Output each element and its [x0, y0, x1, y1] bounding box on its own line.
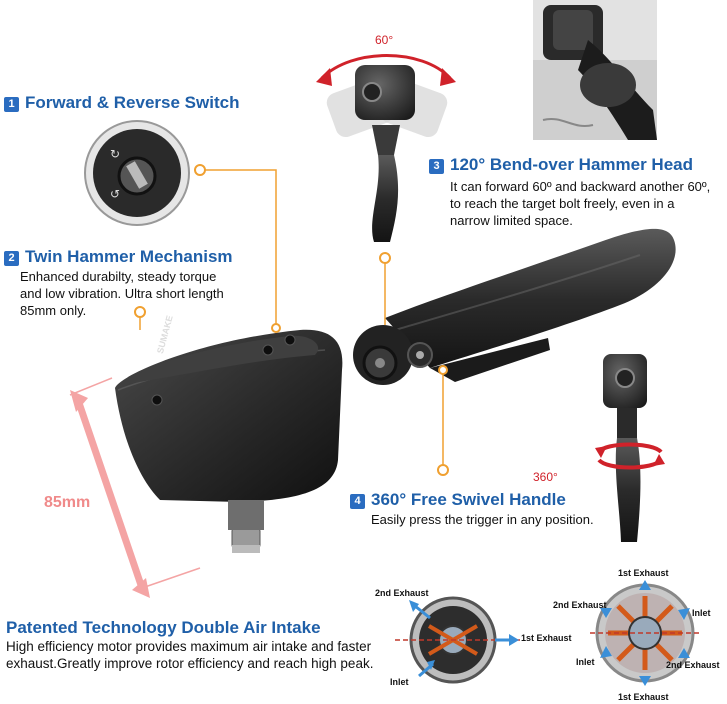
- right-exhaust-2-right-label: 2nd Exhaust: [666, 660, 720, 670]
- feature-3-desc-line: It can forward 60º and backward another …: [450, 179, 711, 194]
- feature-4-desc-line: Easily press the trigger in any position…: [371, 512, 594, 527]
- feature-3-description: It can forward 60º and backward another …: [450, 178, 710, 229]
- feature-4-title-text: 360° Free Swivel Handle: [371, 490, 566, 509]
- feature-3-desc-line: to reach the target bolt freely, even in…: [450, 196, 675, 211]
- feature-5-title-text: Patented Technology Double Air Intake: [6, 618, 321, 637]
- angle-360-label: 360°: [533, 470, 558, 484]
- feature-2-title-text: Twin Hammer Mechanism: [25, 247, 233, 266]
- feature-4-description: Easily press the trigger in any position…: [371, 511, 594, 528]
- svg-text:↻: ↻: [110, 147, 120, 161]
- air-intake-diagram-left: [395, 596, 520, 684]
- feature-1-title-text: Forward & Reverse Switch: [25, 93, 240, 112]
- feature-3-number-badge: 3: [429, 159, 444, 174]
- feature-2-desc-line: Enhanced durabilty, steady torque: [20, 269, 217, 284]
- bend-head-illustration: [316, 54, 456, 242]
- feature-5-desc-line: High efficiency motor provides maximum a…: [6, 639, 372, 654]
- feature-5-title: Patented Technology Double Air Intake: [6, 618, 321, 638]
- switch-detail-photo: ↻ ↺: [84, 120, 190, 226]
- feature-3-desc-line: narrow limited space.: [450, 213, 573, 228]
- left-exhaust-2-label: 2nd Exhaust: [375, 588, 429, 598]
- usage-photo: [533, 0, 657, 140]
- feature-2-desc-line: 85mm only.: [20, 303, 87, 318]
- feature-2-number-badge: 2: [4, 251, 19, 266]
- right-exhaust-1-bottom-label: 1st Exhaust: [618, 692, 669, 702]
- feature-2-title: 2 Twin Hammer Mechanism: [4, 247, 233, 267]
- air-intake-diagram-right: [590, 580, 700, 686]
- right-inlet-right-label: Inlet: [692, 608, 711, 618]
- feature-1-title: 1 Forward & Reverse Switch: [4, 93, 239, 113]
- length-85mm-label: 85mm: [44, 494, 91, 511]
- swivel-illustration: [595, 354, 665, 542]
- feature-4-number-badge: 4: [350, 494, 365, 509]
- feature-2-description: Enhanced durabilty, steady torque and lo…: [20, 268, 224, 319]
- feature-3-title: 3 120° Bend-over Hammer Head: [429, 155, 693, 175]
- feature-4-title: 4 360° Free Swivel Handle: [350, 490, 566, 510]
- left-exhaust-1-label: 1st Exhaust: [521, 633, 572, 643]
- svg-text:↺: ↺: [110, 187, 120, 201]
- feature-1-number-badge: 1: [4, 97, 19, 112]
- feature-5-description: High efficiency motor provides maximum a…: [6, 638, 373, 672]
- right-exhaust-1-top-label: 1st Exhaust: [618, 568, 669, 578]
- right-inlet-left-label: Inlet: [576, 657, 595, 667]
- feature-2-desc-line: and low vibration. Ultra short length: [20, 286, 224, 301]
- right-exhaust-2-left-label: 2nd Exhaust: [553, 600, 607, 610]
- feature-3-title-text: 120° Bend-over Hammer Head: [450, 155, 694, 174]
- left-inlet-label: Inlet: [390, 677, 409, 687]
- feature-5-desc-line: exhaust.Greatly improve rotor efficiency…: [6, 656, 374, 671]
- angle-60-label: 60°: [375, 33, 394, 47]
